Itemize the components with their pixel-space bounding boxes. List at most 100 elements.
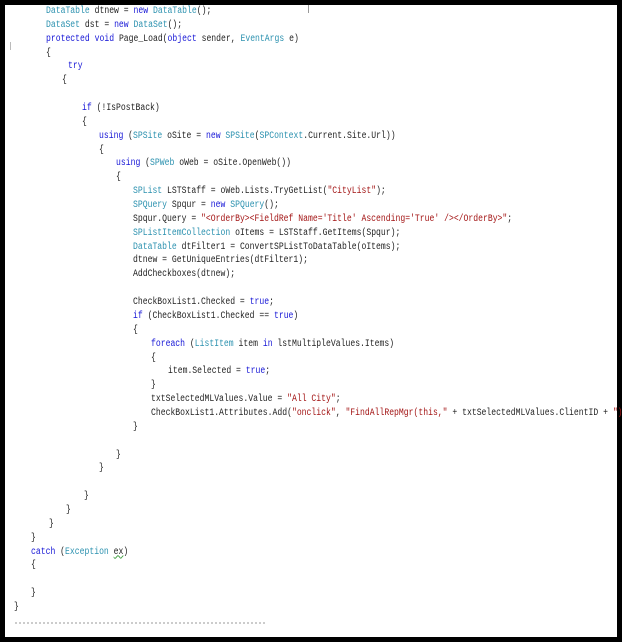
code-text: ; <box>335 394 341 406</box>
code-type: SPWeb <box>150 158 175 170</box>
code-keyword: try <box>68 61 83 73</box>
code-line: foreach (ListItem item in lstMultipleVal… <box>151 338 394 352</box>
code-line: } <box>14 601 19 615</box>
code-string: "CityList" <box>327 186 377 198</box>
code-line: { <box>151 352 156 366</box>
code-line: } <box>133 421 138 435</box>
code-line: { <box>62 74 67 88</box>
code-line: item.Selected = true; <box>168 365 270 379</box>
code-keyword: true <box>245 366 266 378</box>
code-text: ; <box>269 297 274 309</box>
code-type: ListItem <box>194 338 234 350</box>
code-line: } <box>66 504 71 518</box>
collapse-outline-icon[interactable] <box>10 42 15 50</box>
code-text: { <box>46 47 51 59</box>
code-line: } <box>151 379 156 393</box>
code-text: } <box>151 380 156 392</box>
code-line: try <box>68 60 83 74</box>
code-text: oItems = LSTStaff.GetItems(Spqur); <box>230 227 401 239</box>
code-text: ; <box>507 213 513 225</box>
code-type: DataSet <box>46 19 81 31</box>
code-text: } <box>14 601 19 613</box>
code-line: CheckBoxList1.Attributes.Add("onclick", … <box>151 407 622 421</box>
code-text: } <box>116 449 121 461</box>
code-text: ( <box>185 338 195 350</box>
code-text: ( <box>254 130 260 142</box>
code-text: { <box>99 144 104 156</box>
code-line: { <box>116 171 121 185</box>
code-line: DataSet dst = new DataSet(); <box>46 19 182 33</box>
code-keyword: using <box>99 130 124 142</box>
code-text: item.Selected = <box>168 366 246 378</box>
code-area[interactable]: DataTable dtnew = new DataTable();DataSe… <box>5 5 622 637</box>
code-type: SPListItemCollection <box>133 227 231 239</box>
code-line: } <box>84 490 89 504</box>
code-text: (CheckBoxList1.Checked == <box>142 310 274 322</box>
code-text: (); <box>264 200 279 212</box>
code-line: } <box>31 532 36 546</box>
code-line: CheckBoxList1.Checked = true; <box>133 296 274 310</box>
code-string: "FindAllRepMgr(this," <box>345 407 448 419</box>
code-text: Page_Load( <box>114 33 168 45</box>
code-line: dtnew = GetUniqueEntries(dtFilter1); <box>133 254 308 268</box>
code-text: lstMultipleValues.Items) <box>272 338 395 350</box>
code-text: } <box>99 463 104 475</box>
code-type: SPSite <box>225 130 255 142</box>
code-line: using (SPSite oSite = new SPSite(SPConte… <box>99 130 396 144</box>
code-keyword: foreach <box>151 338 186 350</box>
code-text: (!IsPostBack) <box>91 103 160 115</box>
code-line: Spqur.Query = "<OrderBy><FieldRef Name='… <box>133 213 512 227</box>
code-text: } <box>31 588 36 600</box>
code-text: AddCheckboxes(dtnew); <box>133 269 236 281</box>
code-line: { <box>133 324 138 338</box>
code-text: ; <box>265 366 271 378</box>
code-text: } <box>31 532 36 544</box>
code-line: { <box>31 559 36 573</box>
code-line: DataTable dtFilter1 = ConvertSPListToDat… <box>133 241 400 255</box>
code-type: SPSite <box>133 130 163 142</box>
code-text: ); <box>376 186 386 198</box>
code-text: e) <box>284 33 299 45</box>
code-line: { <box>99 144 104 158</box>
code-text: ) <box>293 310 299 322</box>
code-line: using (SPWeb oWeb = oSite.OpenWeb()) <box>116 157 291 171</box>
code-keyword: if <box>82 103 92 115</box>
code-text: dtnew = GetUniqueEntries(dtFilter1); <box>133 255 308 267</box>
code-text: { <box>31 560 36 572</box>
code-keyword: protected <box>46 33 90 45</box>
code-type: SPQuery <box>230 200 265 212</box>
code-line: txtSelectedMLValues.Value = "All City"; <box>151 393 341 407</box>
code-line: if (!IsPostBack) <box>82 102 160 116</box>
code-keyword: object <box>167 33 197 45</box>
code-text: ( <box>123 130 134 142</box>
code-keyword: new <box>205 130 221 142</box>
code-text: ( <box>140 158 151 170</box>
code-keyword: new <box>210 200 226 212</box>
code-text: oSite = <box>162 130 206 142</box>
code-type: SPList <box>133 186 163 198</box>
code-keyword: if <box>133 310 143 322</box>
code-string: "<OrderBy><FieldRef Name='Title' Ascendi… <box>201 213 508 225</box>
code-keyword: catch <box>31 546 56 558</box>
code-text: oWeb = oSite.OpenWeb()) <box>174 158 292 170</box>
code-keyword: using <box>116 158 141 170</box>
code-text: ) <box>123 546 129 558</box>
cut-off-line <box>15 622 265 626</box>
code-string: ");" <box>612 407 622 419</box>
code-line: } <box>99 462 104 476</box>
code-line: { <box>46 47 51 61</box>
code-text: dtFilter1 = ConvertSPListToDataTable(oIt… <box>176 241 401 253</box>
code-line: SPList LSTStaff = oWeb.Lists.TryGetList(… <box>133 185 386 199</box>
code-string: "All City" <box>287 394 336 406</box>
code-line: if (CheckBoxList1.Checked == true) <box>133 310 298 324</box>
code-text: + txtSelectedMLValues.ClientID + <box>447 407 613 419</box>
code-keyword: void <box>94 33 115 45</box>
code-type: SPQuery <box>133 200 168 212</box>
code-text: { <box>116 172 121 184</box>
code-line: catch (Exception ex) <box>31 546 128 560</box>
code-line: } <box>31 587 36 601</box>
editor-split-divider <box>308 5 309 13</box>
code-text: LSTStaff = oWeb.Lists.TryGetList( <box>162 186 328 198</box>
code-text: ex <box>113 546 124 558</box>
code-type: SPContext <box>259 130 304 142</box>
